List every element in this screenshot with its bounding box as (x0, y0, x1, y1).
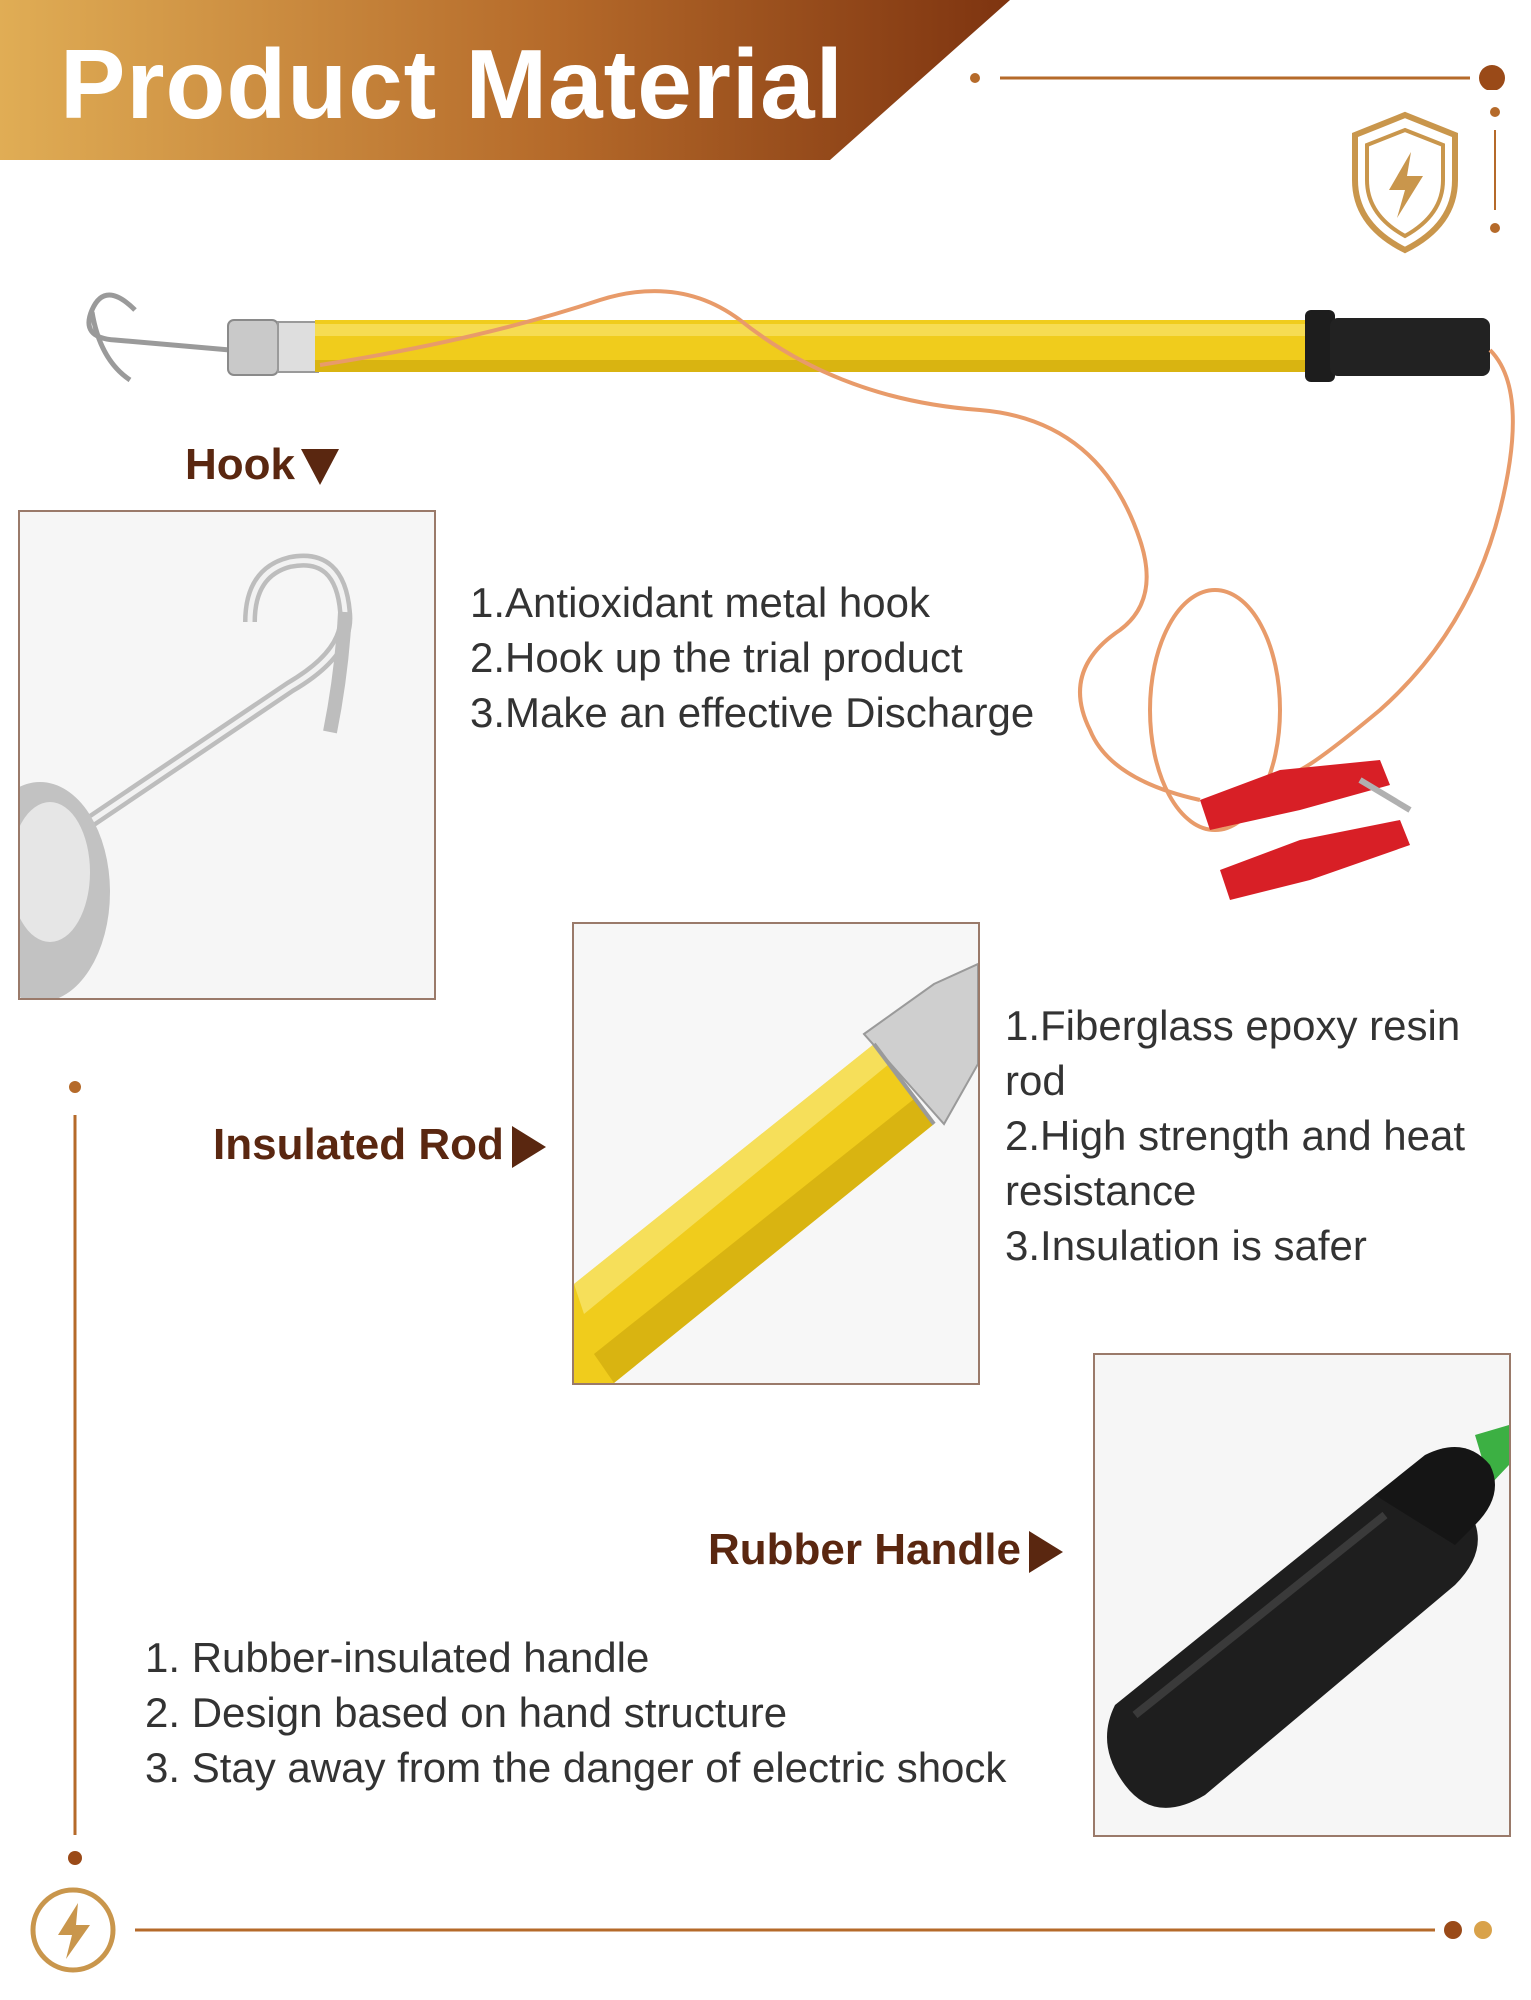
handle-label: Rubber Handle (708, 1525, 1063, 1575)
hook-feature-1: 1.Antioxidant metal hook (470, 579, 930, 626)
page-title: Product Material (60, 29, 844, 139)
hook-label: Hook (185, 440, 339, 490)
handle-feature-2: 2. Design based on hand structure (145, 1689, 788, 1736)
hook-wire (86, 292, 231, 353)
hook-features: 1.Antioxidant metal hook 2.Hook up the t… (470, 575, 1034, 740)
handle-photo (1093, 1353, 1511, 1837)
hook-label-text: Hook (185, 440, 295, 489)
hook-photo (18, 510, 436, 1000)
bottom-decoration-line (135, 1921, 1492, 1939)
arrow-right-icon-2 (1028, 1531, 1063, 1574)
arrow-right-icon (511, 1126, 546, 1169)
rod-label-text: Insulated Rod (213, 1120, 504, 1169)
rod-feature-1: 1.Fiberglass epoxy resin (1005, 1002, 1461, 1049)
top-decoration-line (970, 65, 1505, 90)
product-illustration (86, 289, 1515, 900)
rod-photo (572, 922, 980, 1385)
red-clamp (1200, 760, 1412, 900)
header-banner (0, 0, 1010, 160)
shield-lightning-icon (1352, 111, 1458, 254)
rod-features: 1.Fiberglass epoxy resin rod 2.High stre… (1005, 998, 1465, 1273)
handle-feature-3: 3. Stay away from the danger of electric… (145, 1744, 1007, 1791)
vertical-decoration-right (1490, 107, 1500, 233)
arrow-down-icon (301, 449, 339, 486)
rod-feature-3: 3.Insulation is safer (1005, 1222, 1367, 1269)
handle-feature-1: 1. Rubber-insulated handle (145, 1634, 650, 1681)
rod-feature-1-cont: rod (1005, 1057, 1066, 1104)
hook-feature-3: 3.Make an effective Discharge (470, 689, 1035, 736)
handle-features: 1. Rubber-insulated handle 2. Design bas… (145, 1630, 1006, 1795)
lightning-circle-icon (30, 1887, 116, 1973)
hook-feature-2: 2.Hook up the trial product (470, 634, 963, 681)
cable (319, 289, 1201, 802)
handle-label-text: Rubber Handle (708, 1525, 1021, 1574)
vertical-decoration-left (68, 1081, 82, 1865)
handle-body (1305, 310, 1335, 382)
rod-feature-2: 2.High strength and heat (1005, 1112, 1465, 1159)
rod-feature-2-cont: resistance (1005, 1167, 1197, 1214)
rod-label: Insulated Rod (213, 1120, 546, 1170)
